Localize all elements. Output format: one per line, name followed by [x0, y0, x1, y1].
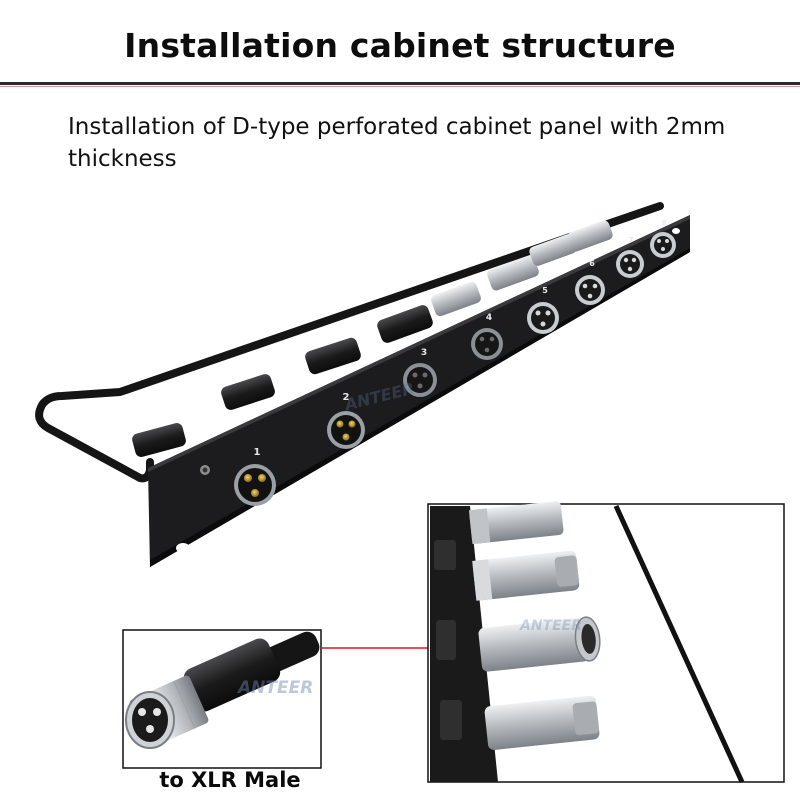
port-label-3: 3 — [421, 348, 427, 358]
closeup-watermark: ANTEER — [519, 618, 582, 634]
socket-6 — [575, 275, 605, 305]
rear-connectors — [132, 220, 613, 457]
front-sockets — [234, 232, 676, 506]
socket-5 — [527, 302, 559, 334]
socket-7 — [616, 250, 644, 278]
port-label-4: 4 — [486, 313, 492, 323]
port-label-6: 6 — [589, 259, 595, 268]
port-label-7: 7 — [629, 236, 634, 244]
port-label-1: 1 — [254, 447, 261, 458]
port-number-labels: 1 2 3 4 5 6 7 8 — [254, 219, 667, 458]
rack-support-bar — [35, 202, 664, 483]
socket-3 — [403, 363, 437, 397]
socket-1 — [234, 464, 276, 506]
socket-2 — [327, 411, 365, 449]
closeup-inset: ANTEER — [427, 501, 785, 784]
page-subtitle: Installation of D-type perforated cabine… — [68, 114, 726, 172]
port-label-8: 8 — [662, 219, 667, 227]
title-divider-accent — [0, 86, 800, 87]
socket-4 — [471, 328, 503, 360]
port-label-5: 5 — [542, 286, 548, 295]
socket-8 — [650, 232, 676, 258]
inset-caption: to XLR Male — [159, 768, 301, 792]
page-title: Installation cabinet structure — [124, 26, 676, 65]
title-divider — [0, 82, 800, 85]
xlr-male-inset: ANTEER — [122, 629, 322, 769]
port-label-2: 2 — [343, 392, 350, 403]
inset-watermark: ANTEER — [236, 678, 313, 698]
